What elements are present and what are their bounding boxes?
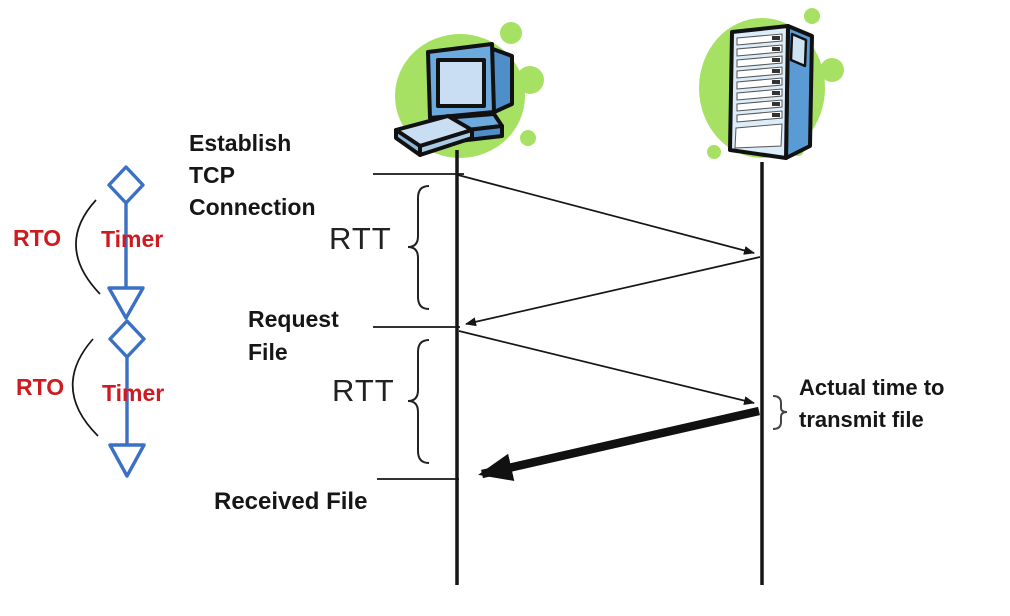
rto-timer-top: [107, 165, 145, 320]
desktop-computer-icon: [394, 22, 544, 158]
establish-line1: Establish: [189, 130, 292, 156]
rto-bottom-label: RTO: [16, 374, 65, 400]
received-file-label: Received File: [214, 488, 368, 515]
request-file-arrow: [458, 330, 755, 406]
rtt-bottom-brace: [407, 339, 430, 464]
request-line2: File: [248, 339, 288, 365]
actual-line2: transmit file: [799, 407, 924, 432]
establish-line3: Connection: [189, 194, 316, 220]
establish-tcp-connection-label: Establish TCP Connection: [189, 127, 316, 223]
rto-bottom-paren: [71, 338, 99, 437]
server-slots: [734, 33, 783, 149]
timer-end-triangle: [107, 286, 145, 320]
rto-top-label: RTO: [13, 225, 62, 251]
establish-line2: TCP: [189, 162, 235, 188]
synack-arrow: [465, 256, 761, 327]
rto-top-paren: [75, 199, 101, 295]
file-transfer-thick-arrow: [478, 406, 760, 481]
rtt-top-brace: [407, 185, 430, 310]
timer-start-diamond: [108, 319, 146, 359]
rtt-bottom-label: RTT: [332, 373, 395, 408]
actual-line1: Actual time to: [799, 375, 945, 400]
request-line1: Request: [248, 306, 339, 332]
timer-top-label: Timer: [101, 226, 164, 252]
transmit-time-brace: [772, 395, 788, 430]
rto-timer-bottom: [108, 319, 146, 478]
timer-bottom-label: Timer: [102, 380, 165, 406]
request-file-label: Request File: [248, 303, 339, 369]
server-tower-icon: [699, 8, 844, 160]
syn-arrow: [457, 174, 755, 255]
timer-start-diamond: [107, 165, 145, 205]
rtt-top-label: RTT: [329, 221, 392, 256]
timer-end-triangle: [108, 443, 146, 478]
actual-transmit-time-label: Actual time to transmit file: [799, 372, 944, 436]
